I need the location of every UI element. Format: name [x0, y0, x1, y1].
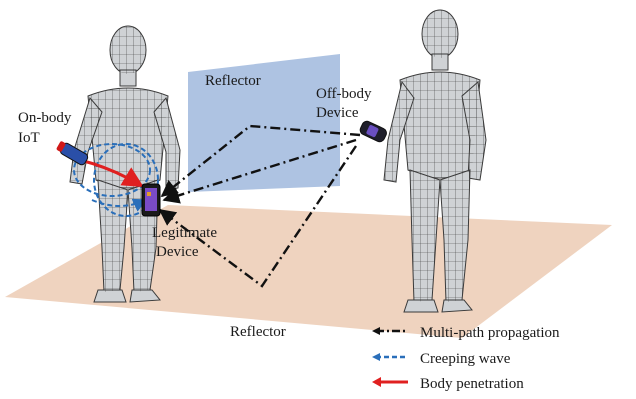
onbody-iot-label-line1: On-body	[18, 110, 72, 126]
onbody-iot-label-line2: IoT	[18, 130, 40, 146]
legend-item-creeping: Creeping wave	[372, 351, 511, 367]
smartwatch-icon	[359, 120, 388, 144]
legend-label-creeping: Creeping wave	[420, 351, 511, 367]
smartphone-icon	[142, 184, 160, 216]
offbody-device-label-line2: Device	[316, 105, 359, 121]
offbody-device-label-line1: Off-body	[316, 86, 372, 102]
legend-label-multipath: Multi-path propagation	[420, 325, 560, 341]
floor-reflector-label: Reflector	[230, 324, 286, 340]
legend: Multi-path propagation Creeping wave Bod…	[372, 325, 560, 392]
legit-device-label-line2: Device	[156, 244, 199, 260]
floor-reflector	[5, 205, 612, 338]
legend-label-penetration: Body penetration	[420, 376, 524, 392]
legend-item-penetration: Body penetration	[372, 376, 524, 392]
legit-device-label-line1: Legitimate	[152, 225, 217, 241]
wall-reflector-label: Reflector	[205, 73, 261, 89]
